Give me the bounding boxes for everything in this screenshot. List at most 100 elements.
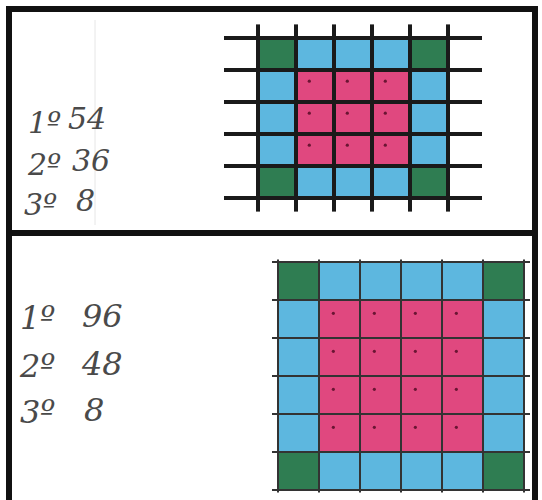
face-cell: [360, 414, 401, 452]
divider-line: [6, 230, 538, 236]
cell-dot: [332, 312, 335, 315]
face-cell: [360, 452, 401, 490]
face-cell: [360, 338, 401, 376]
cell-dot: [346, 112, 349, 115]
cell-dot: [455, 350, 458, 353]
face-cell: [401, 262, 442, 300]
count-number: 54: [68, 104, 106, 134]
face-cell: [483, 338, 524, 376]
cell-dot: [308, 112, 311, 115]
cell-dot: [373, 426, 376, 429]
row-number: 1º: [28, 108, 61, 138]
face-cell: [296, 102, 334, 134]
cell-dot: [373, 312, 376, 315]
row-number: 2º: [28, 150, 61, 180]
count-number: 48: [82, 348, 123, 380]
face-cell: [360, 300, 401, 338]
row-number: 3º: [24, 190, 57, 220]
face-cell: [372, 38, 410, 70]
face-cell: [334, 102, 372, 134]
face-cell: [258, 70, 296, 102]
grid-line: [332, 24, 336, 211]
face-cell: [319, 262, 360, 300]
frame-line: [532, 6, 538, 500]
cell-dot: [384, 144, 387, 147]
cube-face-grids: [224, 24, 530, 492]
cell-dot: [308, 80, 311, 83]
face-cell: [278, 338, 319, 376]
face-cell: [296, 134, 334, 166]
grid-line: [224, 100, 482, 104]
row-number: 3º: [20, 396, 55, 428]
count-number: 96: [82, 300, 123, 332]
face-cell: [483, 452, 524, 490]
cell-dot: [346, 80, 349, 83]
face-cell: [401, 452, 442, 490]
face-cell: [360, 376, 401, 414]
grid-line: [523, 260, 525, 493]
cell-dot: [455, 426, 458, 429]
grid-line: [370, 24, 374, 211]
grid-line: [224, 68, 482, 72]
face-cell: [483, 414, 524, 452]
frame-line: [6, 6, 538, 12]
grid-line: [441, 260, 443, 493]
cell-dot: [384, 112, 387, 115]
face-cell: [319, 452, 360, 490]
grid-line: [224, 36, 482, 40]
count-number: 8: [76, 186, 95, 216]
face-cell: [483, 300, 524, 338]
grid-line: [482, 260, 484, 493]
face-cell: [258, 38, 296, 70]
cell-dot: [332, 350, 335, 353]
face-cell: [372, 166, 410, 198]
count-number: 8: [84, 394, 104, 426]
cell-dot: [373, 388, 376, 391]
face-cell: [483, 376, 524, 414]
cell-dot: [414, 312, 417, 315]
face-cell: [410, 38, 448, 70]
face-cell: [278, 414, 319, 452]
face-cell: [410, 134, 448, 166]
face-cell: [483, 262, 524, 300]
grid-line: [224, 196, 482, 200]
cell-dot: [414, 426, 417, 429]
grid-line: [294, 24, 298, 211]
row-number: 1º: [20, 302, 55, 334]
face-cell: [296, 166, 334, 198]
cell-dot: [308, 144, 311, 147]
face-cell: [258, 134, 296, 166]
face-cell: [372, 70, 410, 102]
face-cell: [442, 338, 483, 376]
face-cell: [360, 262, 401, 300]
face-cell: [372, 134, 410, 166]
face-cell: [442, 376, 483, 414]
face-cell: [319, 414, 360, 452]
face-cell: [319, 300, 360, 338]
face-cell: [296, 70, 334, 102]
face-cell: [334, 166, 372, 198]
face-cell: [258, 166, 296, 198]
cell-dot: [414, 350, 417, 353]
face-cell: [442, 452, 483, 490]
grid-line: [272, 413, 530, 415]
face-cell: [278, 300, 319, 338]
face-cell: [442, 262, 483, 300]
cell-dot: [455, 312, 458, 315]
cell-dot: [414, 388, 417, 391]
face-cell: [319, 376, 360, 414]
face-cell: [401, 376, 442, 414]
face-cell: [410, 102, 448, 134]
face-cell: [401, 338, 442, 376]
cell-dot: [455, 388, 458, 391]
face-cell: [372, 102, 410, 134]
face-cell: [278, 262, 319, 300]
grid-line: [224, 164, 482, 168]
face-cell: [278, 376, 319, 414]
face-cell: [410, 166, 448, 198]
grid-line: [224, 132, 482, 136]
count-number: 36: [72, 146, 110, 176]
cell-dot: [346, 144, 349, 147]
grid-line: [400, 260, 402, 493]
